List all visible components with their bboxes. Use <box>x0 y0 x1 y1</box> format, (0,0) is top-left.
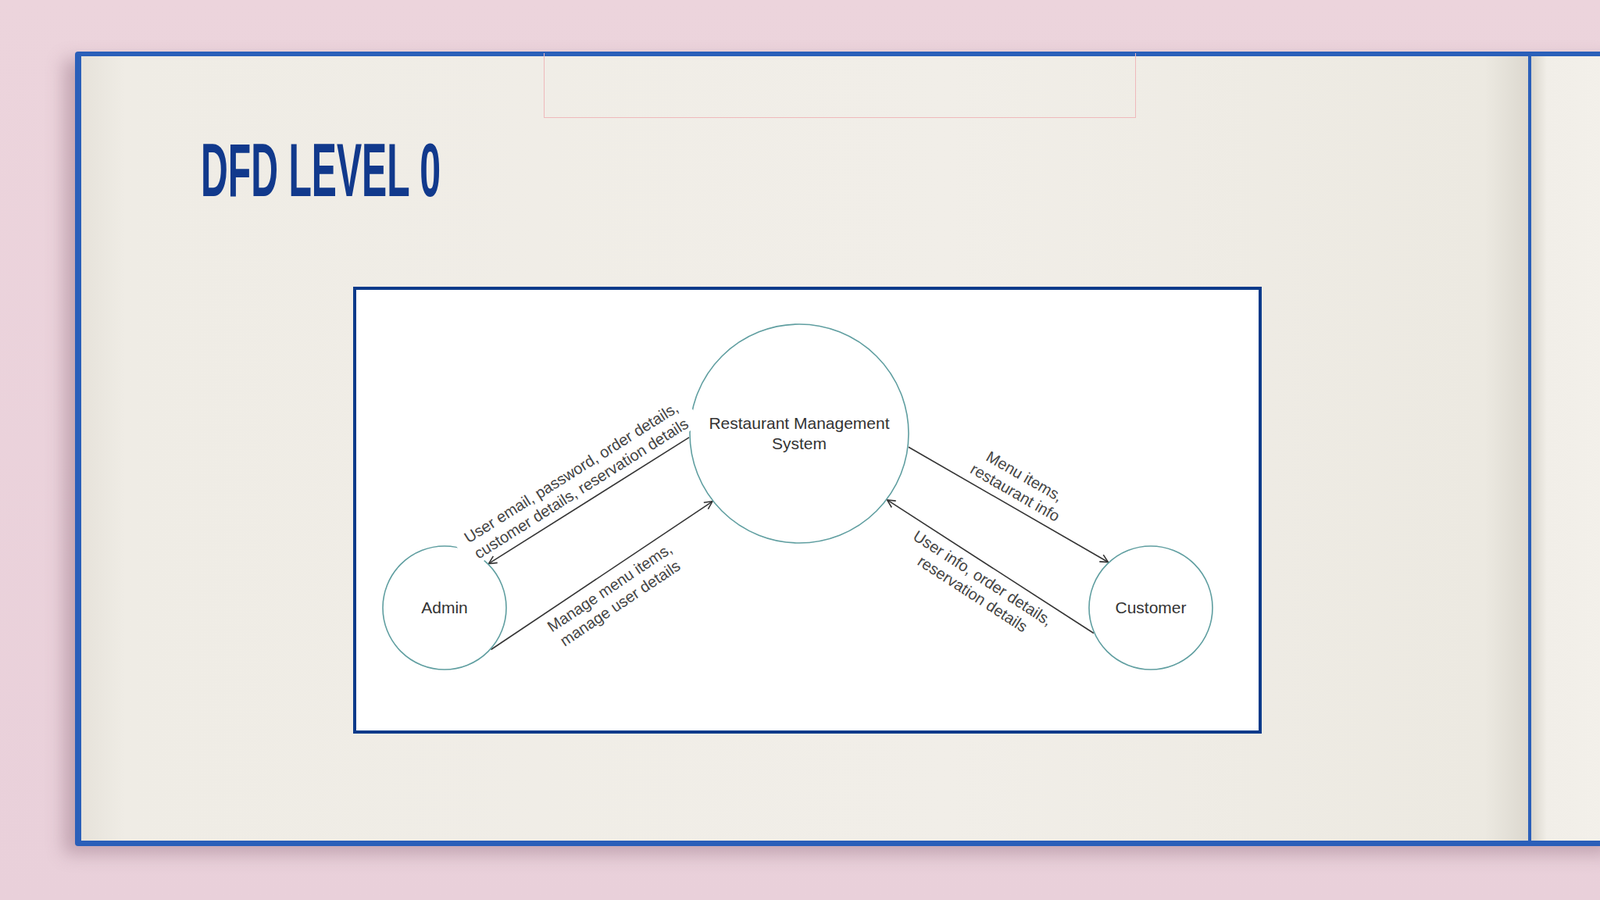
node-label: Customer <box>1114 597 1186 618</box>
diagram-frame: Restaurant Management SystemAdmin Custome… <box>353 286 1262 734</box>
book-page <box>1531 56 1600 841</box>
process-circle: Restaurant Management System <box>689 323 910 544</box>
process-circle: Admin <box>382 545 508 671</box>
circle-outline <box>689 323 910 544</box>
faint-frame <box>543 53 1136 118</box>
flow-label: Manage menu items, manage user details <box>528 528 701 662</box>
process-circle: Customer <box>1088 545 1214 671</box>
node-label: Admin <box>421 597 468 618</box>
node-label: Restaurant Management System <box>701 413 897 455</box>
flow-label: Menu items, restaurant info <box>950 432 1090 536</box>
flow-label: User info, order details, reservation de… <box>882 515 1074 658</box>
slide-title: DFD LEVEL 0 <box>200 132 441 208</box>
